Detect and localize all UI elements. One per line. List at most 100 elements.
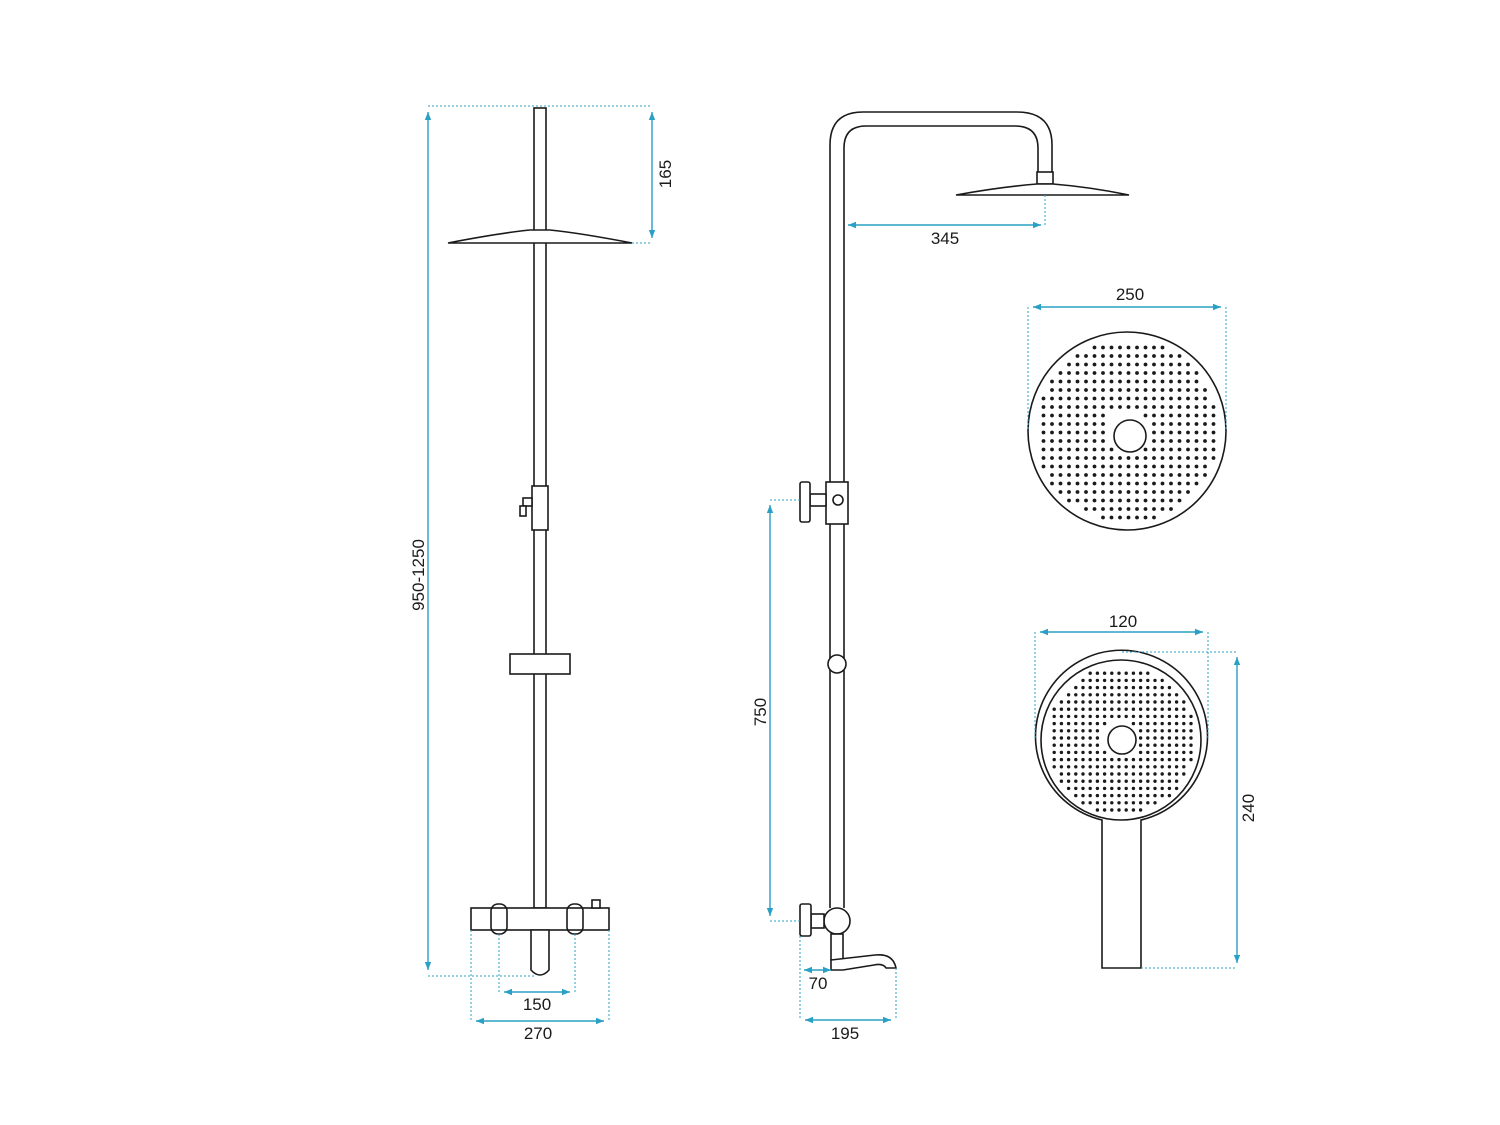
nozzle-dot xyxy=(1110,707,1114,711)
nozzle-dot xyxy=(1041,447,1046,452)
nozzle-dot xyxy=(1194,464,1199,469)
nozzle-dot xyxy=(1101,473,1105,477)
nozzle-dot xyxy=(1101,464,1105,469)
nozzle-dot xyxy=(1153,779,1157,783)
nozzle-dot xyxy=(1095,707,1100,711)
nozzle-dot xyxy=(1146,801,1150,805)
nozzle-dot xyxy=(1138,721,1143,726)
nozzle-dot xyxy=(1067,388,1071,392)
nozzle-dot xyxy=(1194,405,1199,409)
nozzle-dot xyxy=(1118,515,1122,520)
nozzle-dot xyxy=(1146,772,1150,776)
nozzle-dot xyxy=(1067,481,1071,486)
nozzle-dot xyxy=(1081,793,1085,798)
nozzle-dot xyxy=(1167,743,1172,747)
nozzle-dot xyxy=(1124,671,1128,675)
nozzle-dot xyxy=(1146,757,1150,762)
nozzle-dot xyxy=(1124,685,1128,690)
nozzle-dot xyxy=(1186,456,1190,460)
nozzle-dot xyxy=(1169,371,1173,375)
nozzle-dot xyxy=(1194,422,1199,426)
nozzle-dot xyxy=(1138,714,1143,719)
nozzle-dot xyxy=(1066,779,1071,783)
nozzle-dot xyxy=(1153,793,1157,798)
nozzle-dot xyxy=(1058,473,1063,477)
nozzle-dot xyxy=(1101,362,1105,367)
nozzle-dot xyxy=(1160,396,1165,401)
nozzle-dot xyxy=(1117,801,1121,805)
nozzle-dot xyxy=(1084,498,1088,503)
nozzle-dot xyxy=(1186,388,1190,392)
nozzle-dot xyxy=(1160,750,1164,755)
nozzle-dot xyxy=(1050,447,1054,452)
nozzle-dot xyxy=(1101,345,1105,350)
nozzle-dot xyxy=(1059,743,1064,747)
nozzle-dot xyxy=(1177,396,1182,401)
nozzle-dot xyxy=(1186,413,1190,418)
nozzle-dot xyxy=(1126,464,1131,469)
nozzle-dot xyxy=(1118,362,1122,367)
nozzle-dot xyxy=(1152,379,1156,384)
nozzle-dot xyxy=(1074,772,1078,776)
nozzle-dot xyxy=(1075,464,1080,469)
nozzle-dot xyxy=(1109,481,1114,486)
nozzle-dot xyxy=(1092,371,1097,375)
nozzle-dot xyxy=(1067,379,1071,384)
nozzle-dot xyxy=(1066,700,1071,704)
nozzle-dot xyxy=(1131,779,1136,783)
nozzle-dot xyxy=(1081,685,1085,690)
nozzle-dot xyxy=(1050,430,1054,435)
nozzle-dot xyxy=(1160,473,1165,477)
nozzle-dot xyxy=(1110,685,1114,690)
nozzle-dot xyxy=(1066,750,1071,755)
nozzle-dot xyxy=(1167,729,1172,733)
nozzle-dot xyxy=(1088,772,1092,776)
nozzle-dot xyxy=(1138,736,1143,740)
nozzle-dot xyxy=(1088,743,1092,747)
nozzle-dot xyxy=(1189,714,1193,719)
nozzle-dot xyxy=(1095,671,1100,675)
nozzle-dot xyxy=(1058,490,1063,494)
nozzle-dot xyxy=(1160,743,1164,747)
nozzle-dot xyxy=(1152,447,1156,452)
nozzle-dot xyxy=(1131,793,1136,798)
nozzle-dot xyxy=(1109,379,1114,384)
nozzle-dot xyxy=(1109,405,1114,409)
nozzle-dot xyxy=(1152,354,1156,358)
nozzle-dot xyxy=(1182,700,1186,704)
nozzle-dot xyxy=(1160,507,1165,511)
nozzle-dot xyxy=(1153,714,1157,719)
nozzle-dot xyxy=(1074,765,1078,769)
nozzle-dot xyxy=(1146,714,1150,719)
nozzle-dot xyxy=(1194,473,1199,477)
nozzle-dot xyxy=(1075,447,1080,452)
nozzle-dot xyxy=(1174,736,1179,740)
nozzle-dot xyxy=(1167,786,1172,791)
nozzle-dot xyxy=(1194,430,1199,435)
nozzle-dot xyxy=(1041,430,1046,435)
nozzle-dot xyxy=(1059,736,1064,740)
nozzle-dot xyxy=(1131,721,1136,726)
nozzle-dot xyxy=(1084,507,1088,511)
nozzle-dot xyxy=(1092,379,1097,384)
nozzle-dot xyxy=(1095,808,1100,812)
nozzle-dot xyxy=(1118,490,1122,494)
nozzle-dot xyxy=(1109,464,1114,469)
nozzle-dot xyxy=(1135,362,1139,367)
nozzle-dot xyxy=(1182,736,1186,740)
nozzle-dot xyxy=(1182,757,1186,762)
nozzle-dot xyxy=(1135,405,1139,409)
nozzle-dot xyxy=(1092,422,1097,426)
nozzle-dot xyxy=(1050,422,1054,426)
nozzle-dot xyxy=(1041,396,1046,401)
nozzle-dot xyxy=(1138,808,1143,812)
nozzle-dot xyxy=(1152,464,1156,469)
hand-shower-view xyxy=(1034,649,1209,969)
dim-hand-width: 120 xyxy=(1109,612,1137,631)
nozzle-dot xyxy=(1174,693,1179,697)
nozzle-dot xyxy=(1146,685,1150,690)
nozzle-dot xyxy=(1160,765,1164,769)
nozzle-dot xyxy=(1135,473,1139,477)
nozzle-dot xyxy=(1131,714,1136,719)
nozzle-dot xyxy=(1160,772,1164,776)
